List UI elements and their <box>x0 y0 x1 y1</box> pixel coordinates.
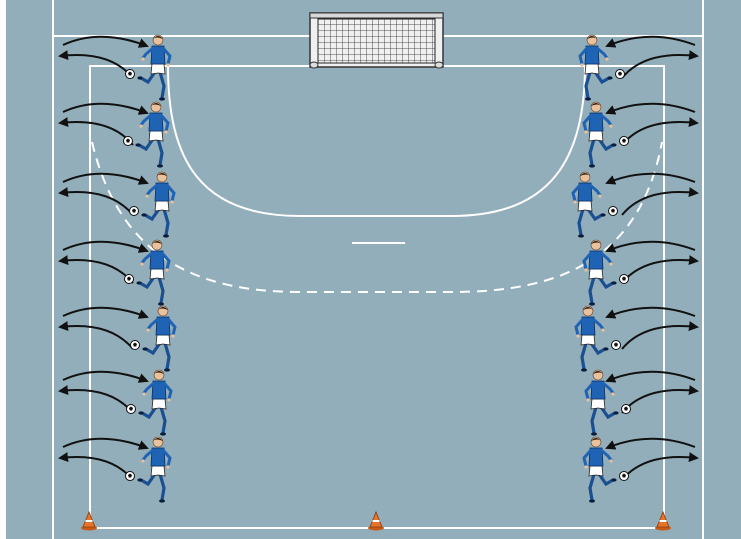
goal-net <box>318 19 435 63</box>
ball-icon <box>609 207 618 216</box>
ball-icon <box>612 341 621 350</box>
ball-icon <box>620 472 629 481</box>
ball-icon <box>622 405 631 414</box>
ball-icon <box>131 341 140 350</box>
ball-icon <box>620 137 629 146</box>
ball-icon <box>616 70 625 79</box>
ball-icon <box>130 207 139 216</box>
goal <box>310 13 443 68</box>
ball-icon <box>126 70 135 79</box>
ball-icon <box>127 405 136 414</box>
ball-icon <box>124 137 133 146</box>
ball-icon <box>620 275 629 284</box>
ball-icon <box>125 275 134 284</box>
ball-icon <box>126 472 135 481</box>
